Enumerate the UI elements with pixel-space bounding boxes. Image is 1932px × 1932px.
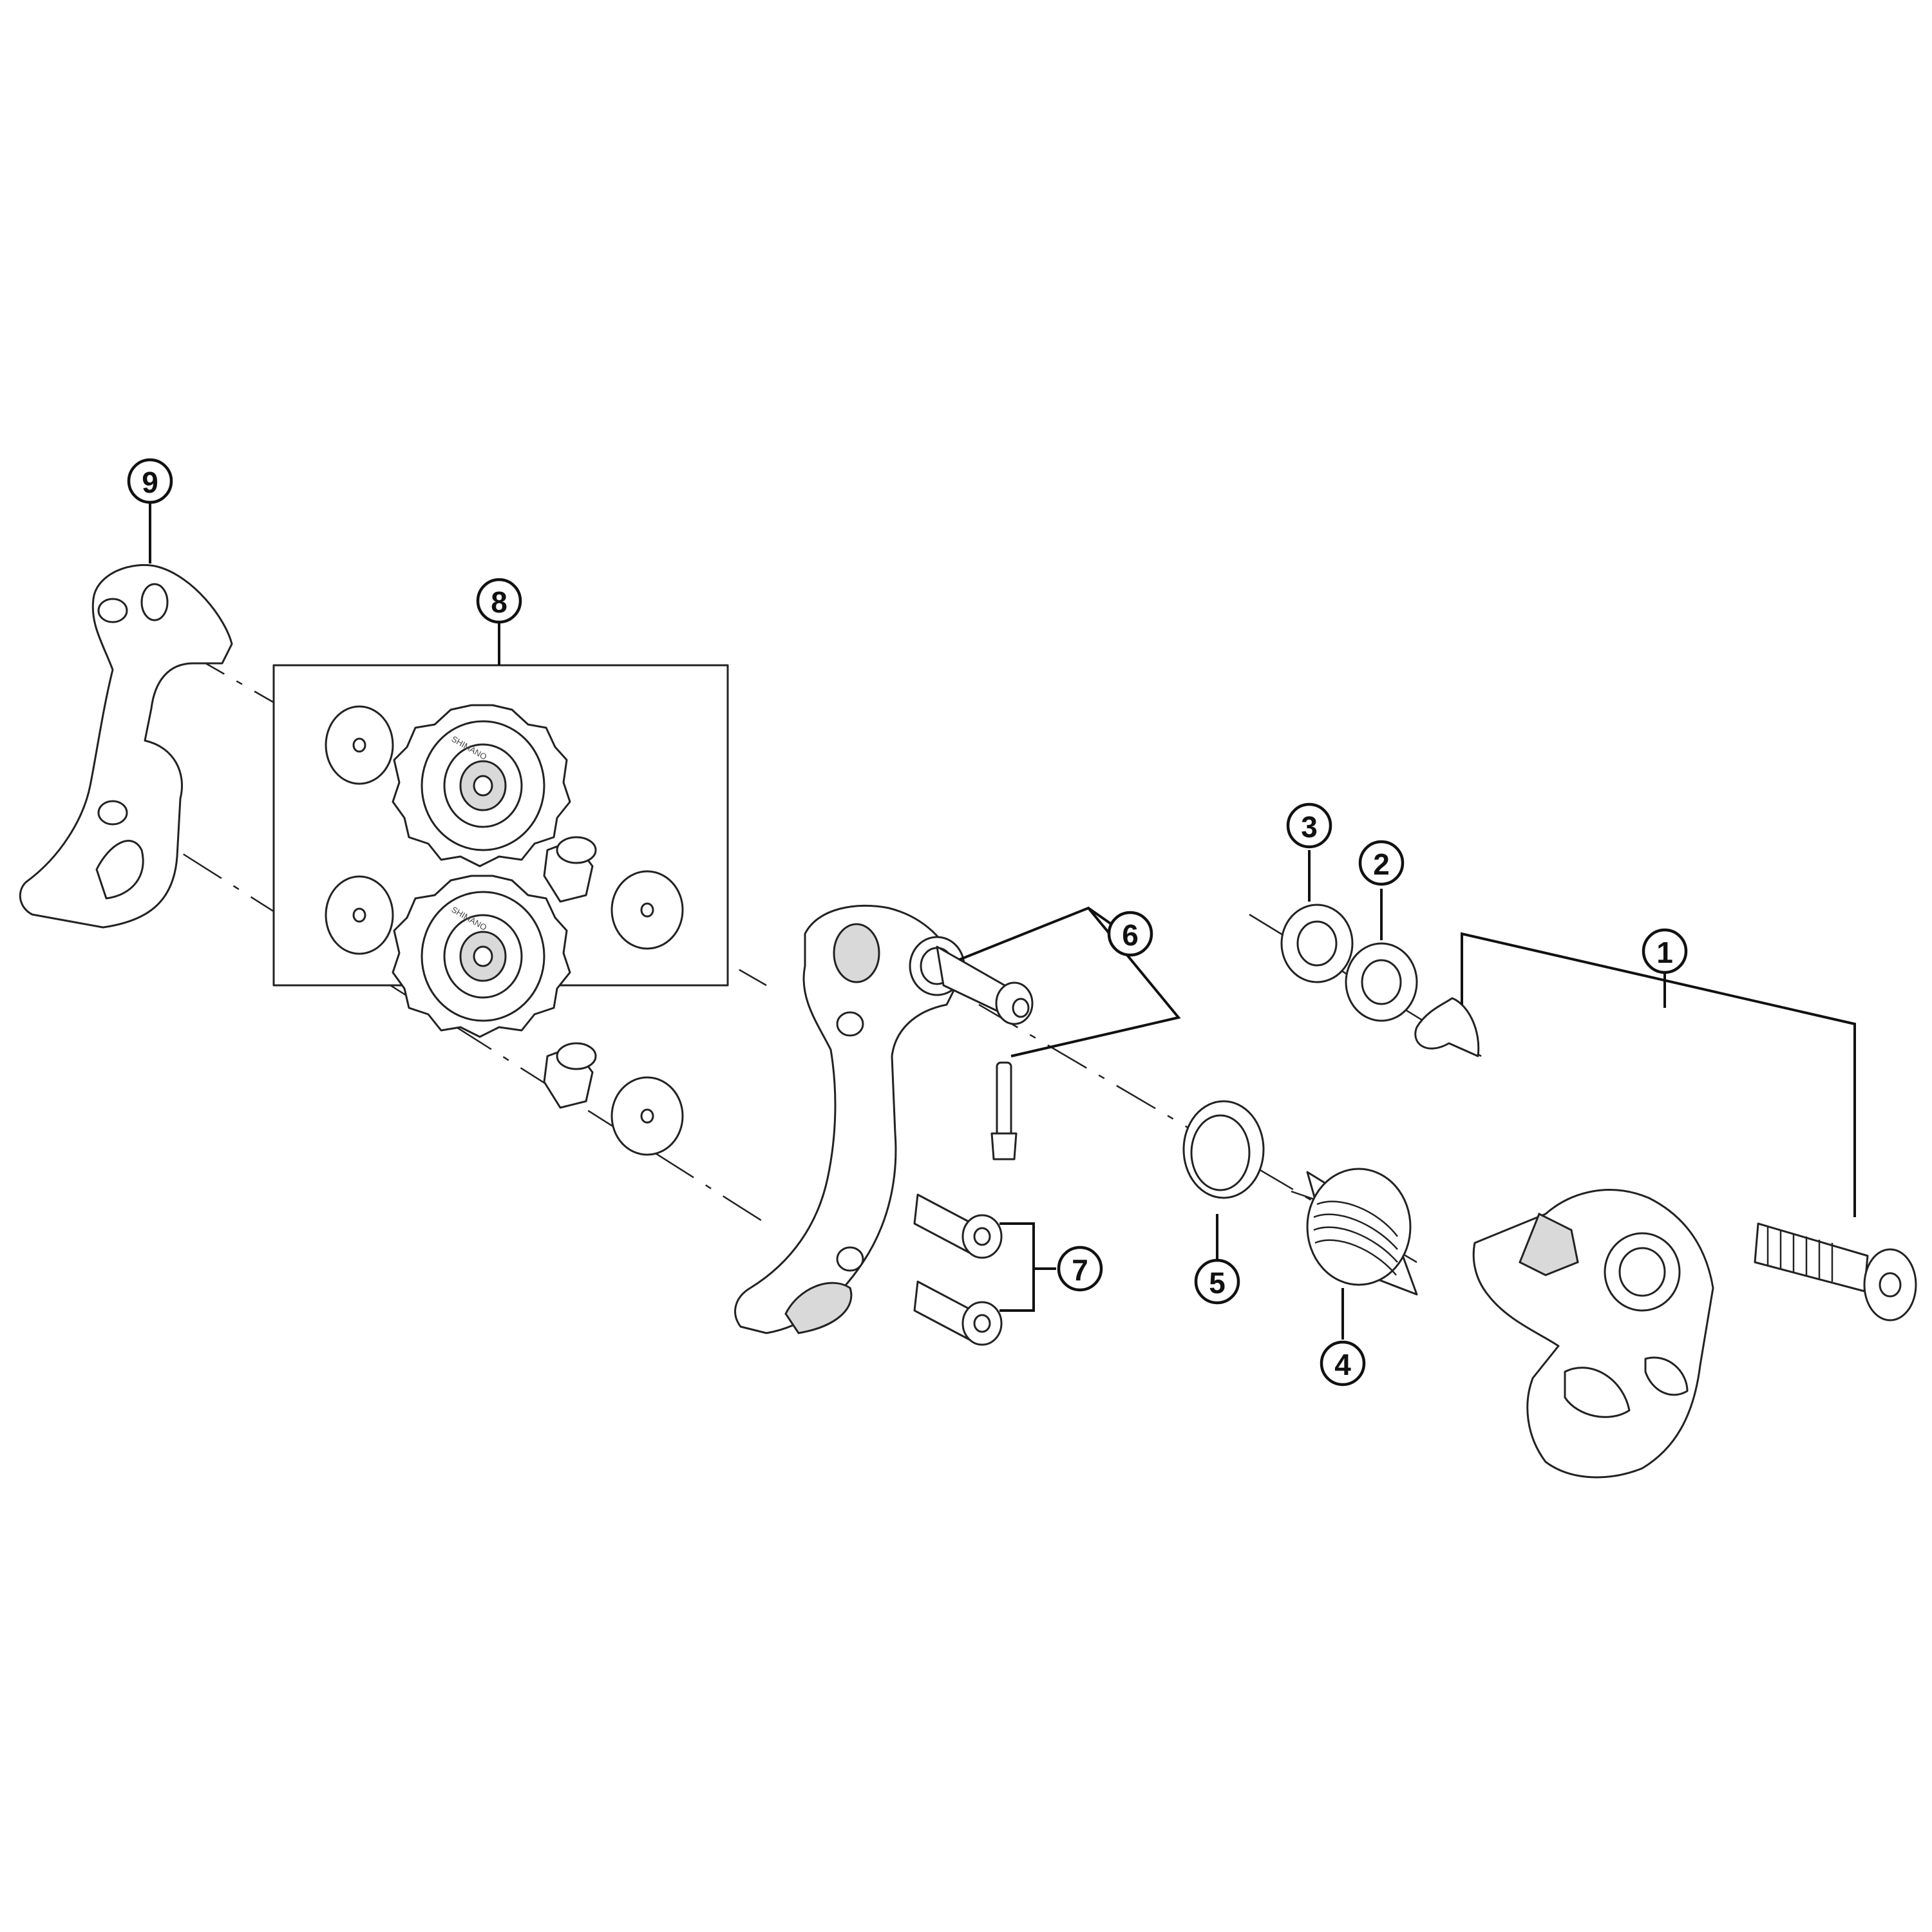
callout-3-label: 3 <box>1301 810 1318 844</box>
callout-9-label: 9 <box>142 466 158 499</box>
callout-7-label: 7 <box>1072 1253 1088 1287</box>
callout-4-label: 4 <box>1334 1348 1351 1381</box>
callout-8-label: 8 <box>491 585 507 619</box>
callout-1: 1 <box>1642 928 1688 974</box>
pulley-set-box: SHIMANO SHIMANO <box>272 664 729 1156</box>
tension-spring <box>1291 1168 1418 1296</box>
washers-2-3 <box>1280 904 1418 1022</box>
callout-6: 6 <box>1107 911 1153 957</box>
guide-pulley: SHIMANO <box>392 704 571 867</box>
pivot-assembly <box>1414 997 1917 1479</box>
callout-6-label: 6 <box>1122 918 1139 952</box>
callout-3: 3 <box>1286 802 1332 849</box>
leader-lines <box>149 502 1856 1340</box>
callout-1-label: 1 <box>1656 936 1673 969</box>
callout-4: 4 <box>1320 1340 1366 1387</box>
cage-bolts <box>913 1193 1003 1346</box>
callout-8: 8 <box>476 578 522 624</box>
callout-2: 2 <box>1358 840 1405 886</box>
tension-pulley: SHIMANO <box>392 875 571 1038</box>
callout-7: 7 <box>1057 1245 1103 1292</box>
stopper-ring <box>1182 1100 1265 1199</box>
inner-cage-plate <box>734 904 961 1334</box>
callout-5: 5 <box>1194 1258 1240 1305</box>
callout-2-label: 2 <box>1373 848 1390 881</box>
callout-5-label: 5 <box>1209 1266 1226 1300</box>
outer-cage-plate <box>19 564 233 929</box>
callout-9: 9 <box>127 458 173 504</box>
pivot-shaft <box>909 936 1034 1160</box>
